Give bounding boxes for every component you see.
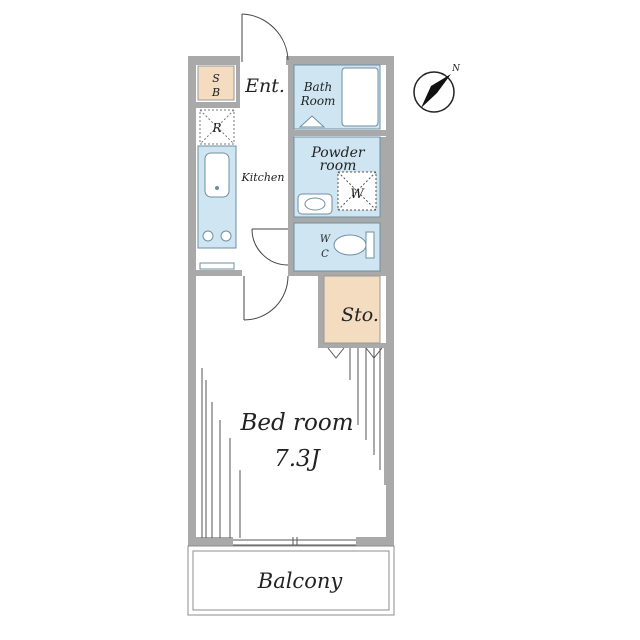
bedroom-size: 7.3J [274,446,322,472]
powder-label-line1: Powder [310,145,366,161]
washer-label: W [350,187,365,202]
bedroom-label: Bed room [239,410,353,436]
bath-label-line2: Room [300,94,336,108]
north-compass-icon [413,71,455,113]
interior-walls [196,65,386,348]
shoe-box-label-b: B [211,86,220,99]
outer-walls [188,56,394,546]
kitchen-counter [197,145,237,270]
kitchen-label: Kitchen [241,171,285,184]
bath-label-line1: Bath [303,80,333,94]
powder-room-door [251,228,289,266]
bedroom-door [242,270,289,321]
shoe-box [197,65,235,101]
entrance-door [241,13,289,62]
refrigerator-space [199,109,235,145]
storage-label: Sto. [341,304,379,326]
balcony [187,545,395,616]
balcony-label: Balcony [257,569,344,593]
bedroom-closet-lines [201,348,386,538]
entrance-label: Ent. [244,75,285,97]
refrigerator-label: R [211,121,221,135]
washer-space [337,171,377,211]
wc-label-line1: W [320,234,331,245]
storage [323,275,381,344]
wc-label-line2: C [321,249,329,260]
compass-north-label: N [451,64,461,74]
shoe-box-label-s: S [212,72,220,85]
powder-label-line2: room [320,158,357,174]
